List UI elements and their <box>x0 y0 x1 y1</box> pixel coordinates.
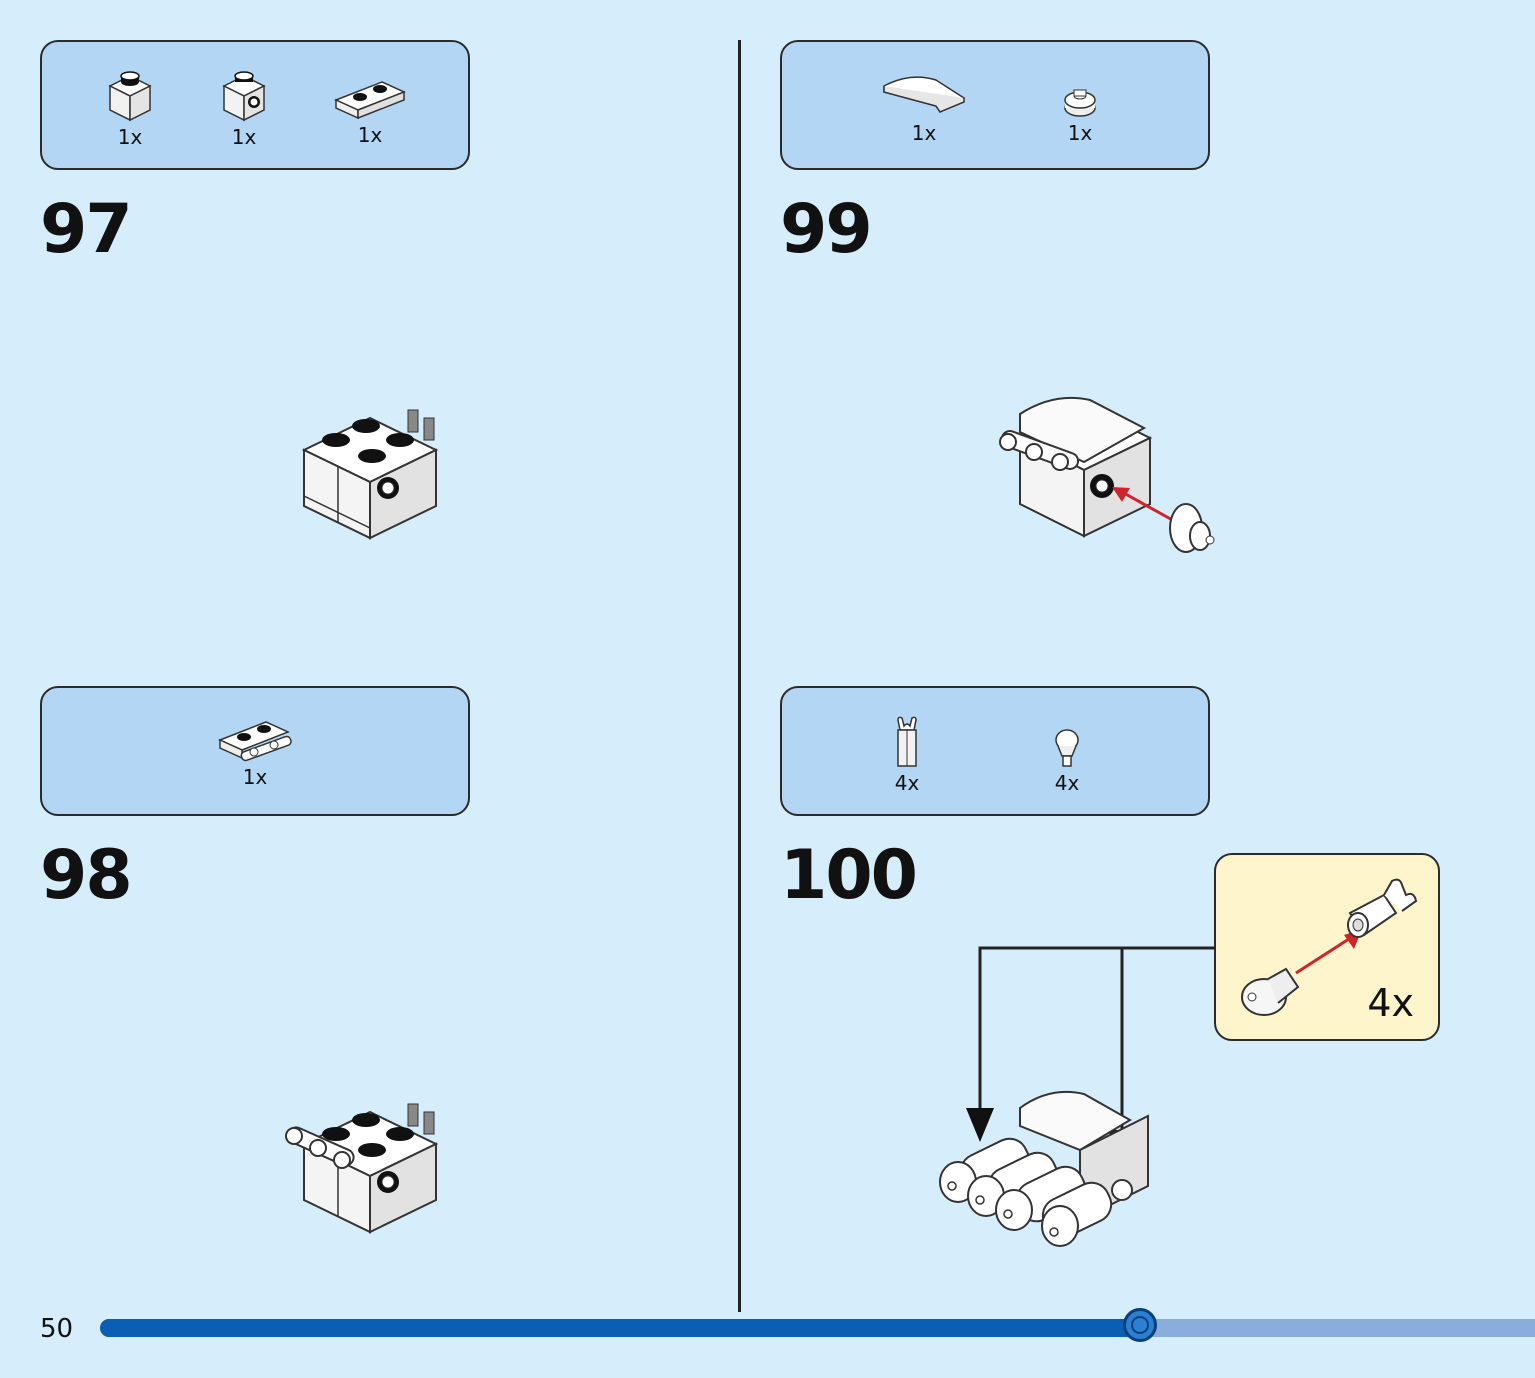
part-quantity: 1x <box>1067 121 1093 145</box>
part-quantity: 1x <box>117 125 143 149</box>
subassembly-callout: 4x <box>1214 853 1440 1041</box>
part-item: 1x <box>1062 86 1098 144</box>
parts-callout-step-97: 1x 1x 1x <box>40 40 470 170</box>
parts-callout-step-99: 1x 1x <box>780 40 1210 170</box>
progress-bar <box>100 1308 1535 1342</box>
part-item: 4x <box>1052 728 1082 794</box>
parts-callout-step-100: 4x 4x <box>780 686 1210 816</box>
plate-1x2-bar-icon <box>218 721 292 762</box>
part-item: 1x <box>214 714 296 788</box>
part-quantity: 1x <box>231 125 257 149</box>
plate-1x2-icon <box>334 81 406 120</box>
part-item: 1x <box>218 68 270 148</box>
part-quantity: 1x <box>242 765 268 789</box>
part-quantity: 4x <box>894 771 920 795</box>
brick-1x1-icon <box>108 71 152 122</box>
part-item: 1x <box>880 72 968 144</box>
model-step-98 <box>285 1103 439 1234</box>
subassembly-quantity: 4x <box>1367 981 1414 1025</box>
model-step-100 <box>939 1090 1149 1247</box>
bar-holder-clip-icon <box>897 716 917 767</box>
model-step-97 <box>301 409 439 540</box>
step-number: 97 <box>40 190 133 269</box>
parts-callout-step-98: 1x <box>40 686 470 816</box>
part-quantity: 4x <box>1054 771 1080 795</box>
page-divider <box>738 40 741 1312</box>
step-number: 99 <box>780 190 873 269</box>
progress-fill <box>100 1319 1141 1337</box>
model-step-99 <box>999 396 1215 553</box>
round-plate-icon <box>1064 89 1096 117</box>
curved-slope-icon <box>883 76 966 114</box>
part-item: 1x <box>332 74 408 146</box>
subassembly-diagram <box>1241 878 1418 1016</box>
step-number: 98 <box>40 836 133 915</box>
brick-1x1-side-stud-icon <box>222 71 266 122</box>
cone-piece-icon <box>1055 729 1079 767</box>
part-item: 4x <box>892 716 922 794</box>
part-quantity: 1x <box>911 121 937 145</box>
step-number: 100 <box>780 836 918 915</box>
part-quantity: 1x <box>357 123 383 147</box>
progress-marker <box>1123 1308 1158 1342</box>
page-number: 50 <box>40 1314 74 1344</box>
part-item: 1x <box>104 68 156 148</box>
